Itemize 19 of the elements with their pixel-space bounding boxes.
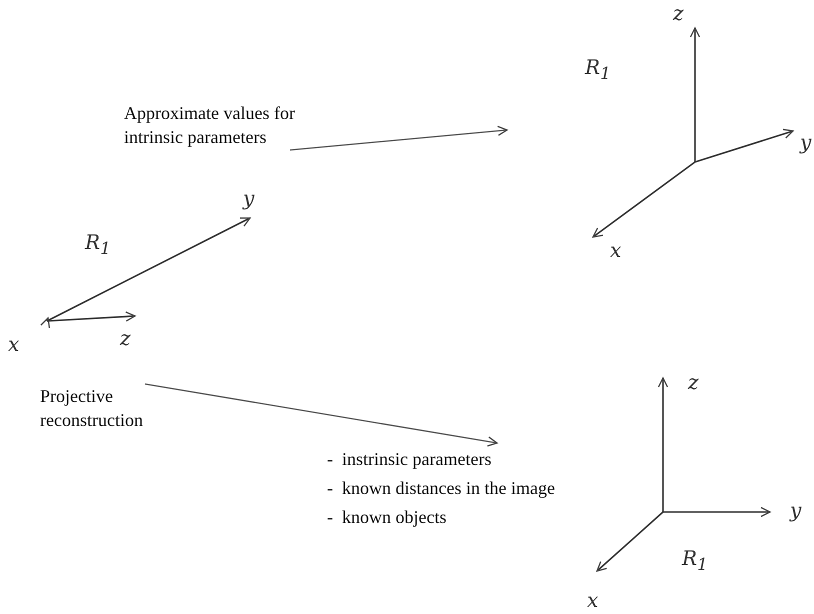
axis-label: z <box>688 372 699 392</box>
frame-label: R$_{1}$ <box>85 232 111 258</box>
axis-label: x <box>610 240 622 260</box>
list-item: - known objects <box>327 506 446 529</box>
frame-label: R$_{1}$ <box>585 57 611 83</box>
list-item: - known distances in the image <box>327 477 555 500</box>
axis-label: y <box>243 188 254 208</box>
axis-label: y <box>800 132 812 152</box>
axis-label: y <box>790 500 802 520</box>
frame-label: R$_{1}$ <box>682 548 708 574</box>
axis-label: x <box>8 334 20 354</box>
axis-label: x <box>587 590 598 610</box>
annotation-text: Approximate values for intrinsic parameters <box>124 101 324 149</box>
list-item: - instrinsic parameters <box>327 448 492 471</box>
arrow <box>144 383 498 447</box>
annotation-text: Projective reconstruction <box>40 384 200 432</box>
axis-label: z <box>673 3 684 23</box>
arrow <box>290 126 508 151</box>
axis-label: z <box>120 328 131 348</box>
